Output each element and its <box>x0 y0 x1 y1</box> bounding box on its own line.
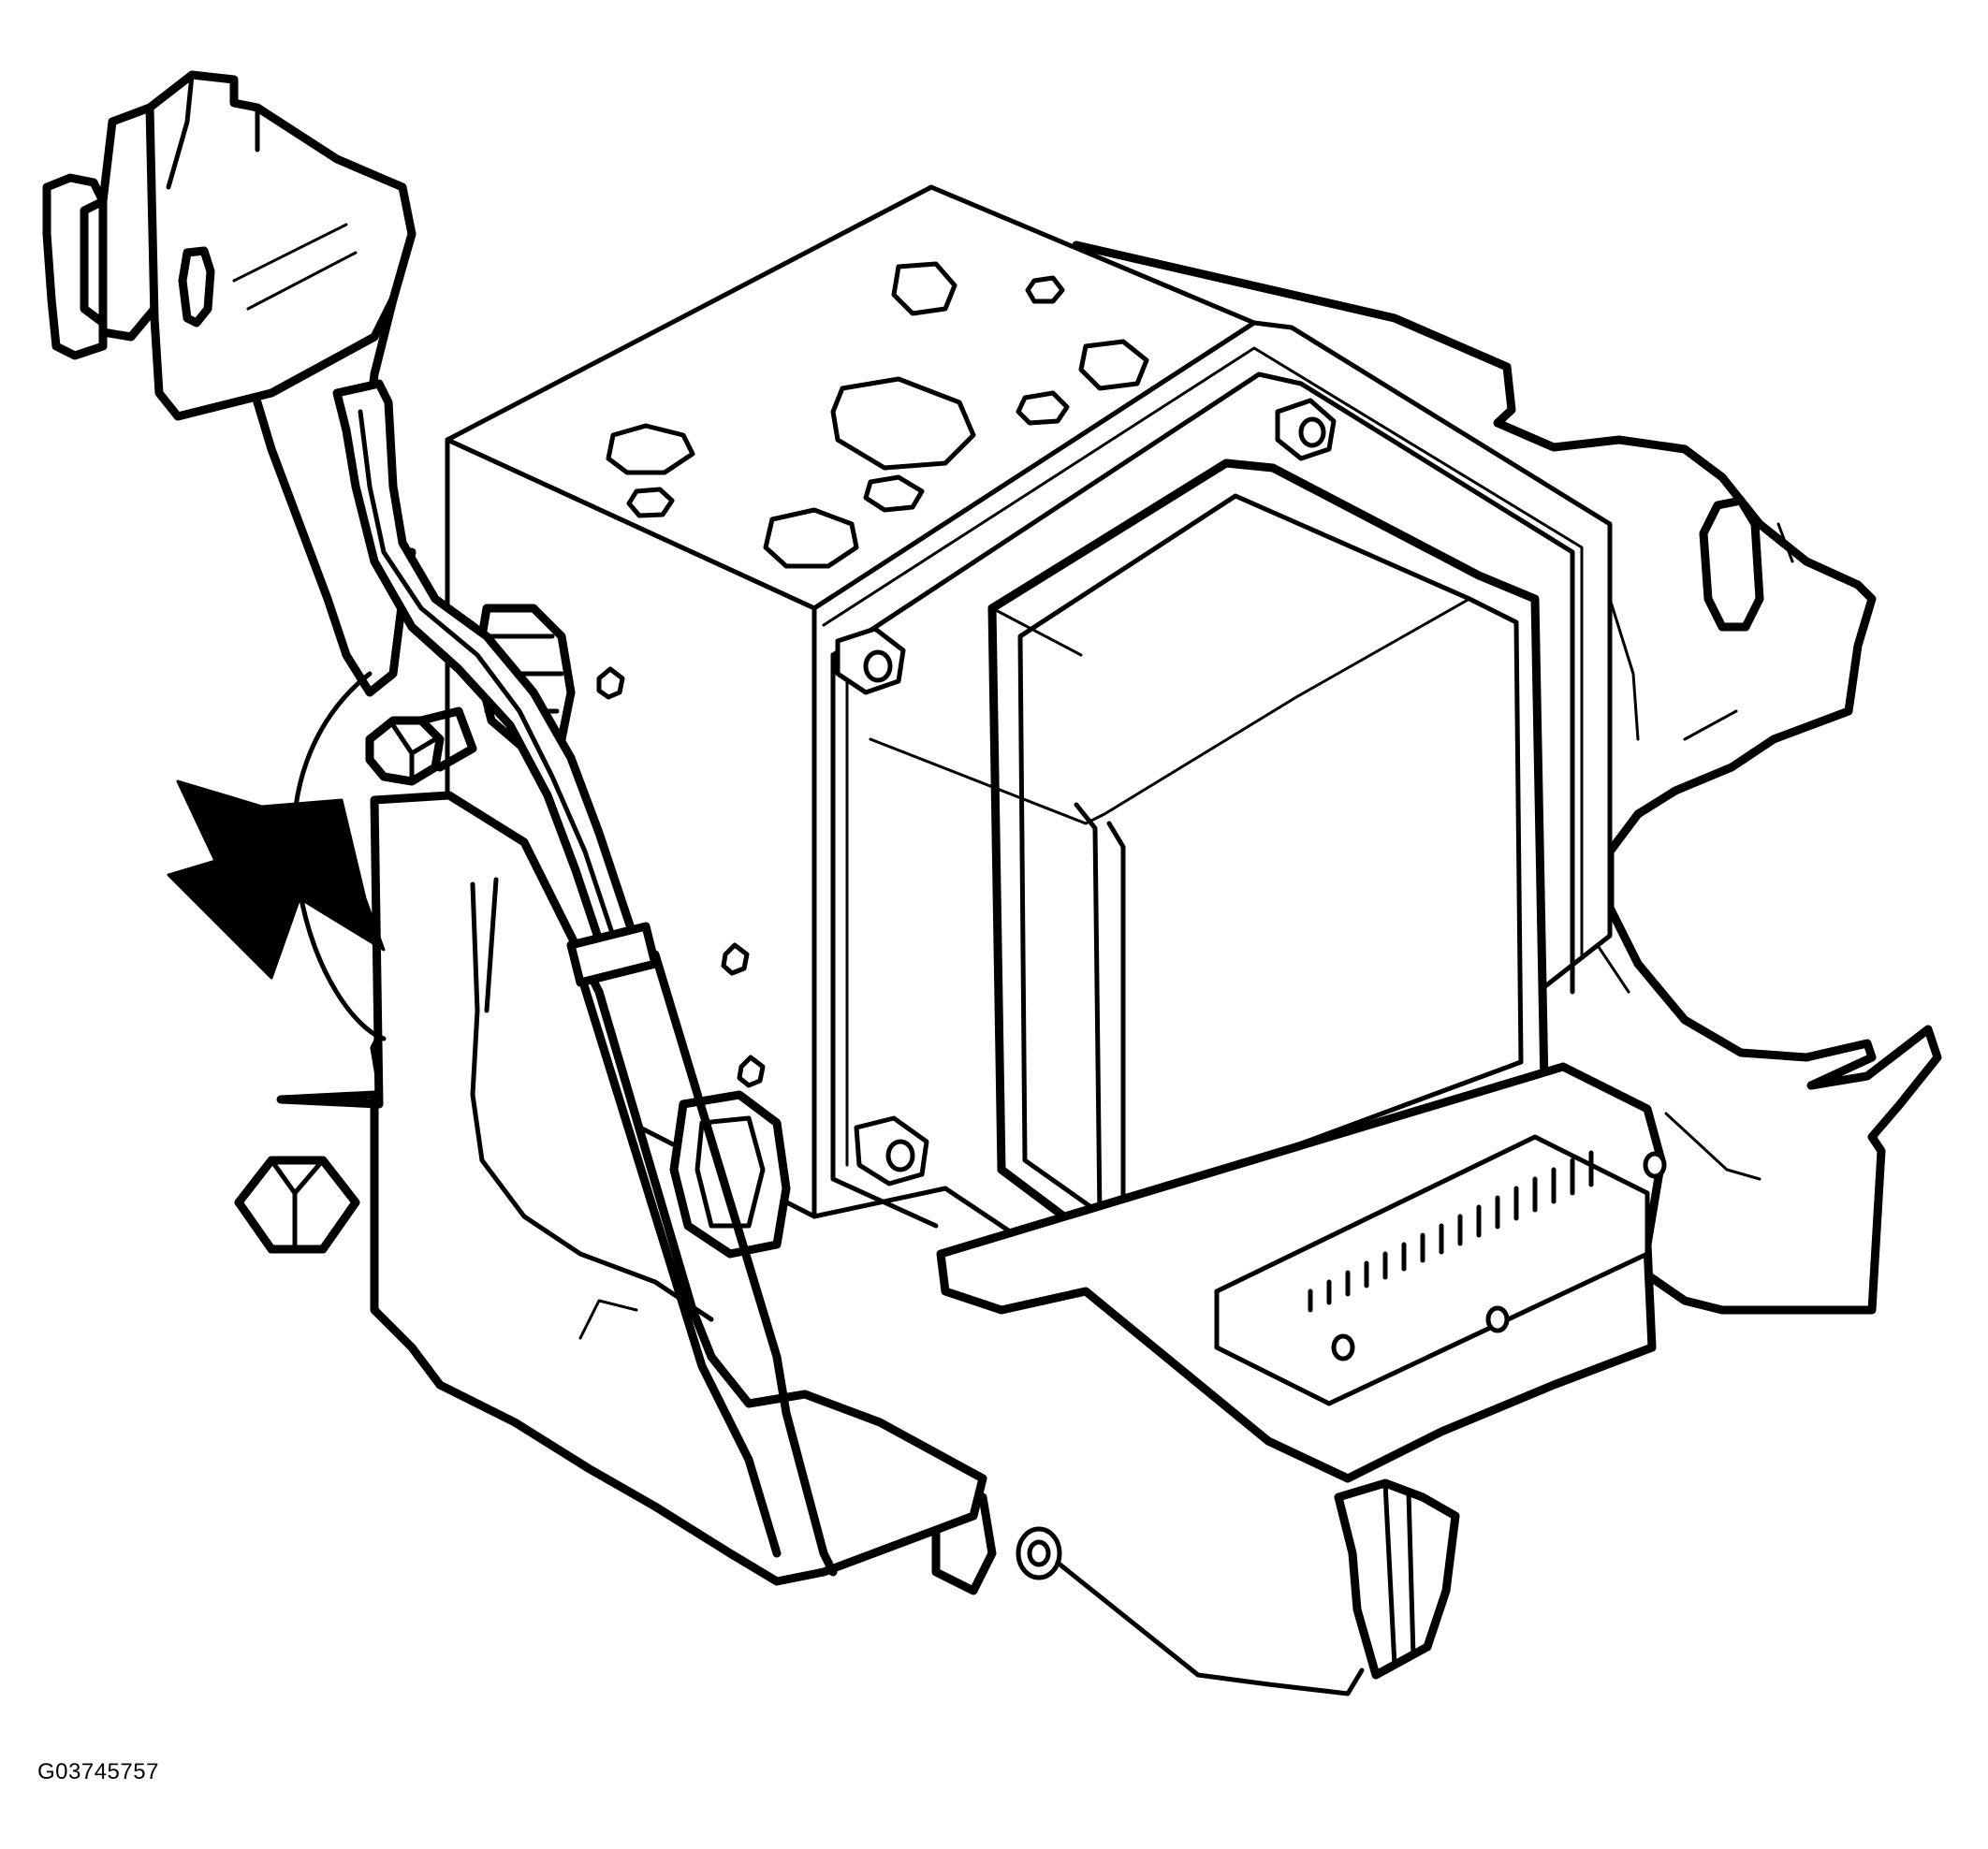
module-cover <box>987 459 1549 1245</box>
bracket-nut <box>669 1090 791 1259</box>
brake-port <box>863 474 925 513</box>
fitting-eye <box>178 246 215 328</box>
brake-line-assembly <box>42 70 838 1577</box>
control-module-housing <box>811 320 1613 1285</box>
bracket-slot-hole <box>1699 496 1764 632</box>
brake-port <box>1025 275 1065 304</box>
lower-support-bracket <box>234 604 987 1586</box>
brake-port <box>830 376 976 471</box>
cover-screw <box>854 1115 929 1187</box>
small-port <box>721 942 750 976</box>
brake-port <box>891 261 957 316</box>
brake-port <box>626 487 675 518</box>
brake-port <box>1016 390 1070 426</box>
figure-id-label: G03745757 <box>37 1759 159 1784</box>
brake-port <box>763 507 859 569</box>
cover-screw <box>1275 398 1337 461</box>
brake-port <box>1078 339 1149 391</box>
mounting-bolt <box>234 1156 360 1254</box>
small-port <box>737 1055 766 1088</box>
brake-port <box>606 423 695 475</box>
connector-latch <box>1334 1478 1460 1680</box>
callout-arrow <box>167 779 386 980</box>
small-port <box>596 666 625 700</box>
harness-connector <box>931 1062 1667 1696</box>
clamp-bolt <box>365 706 477 786</box>
cover-screw <box>835 626 906 695</box>
